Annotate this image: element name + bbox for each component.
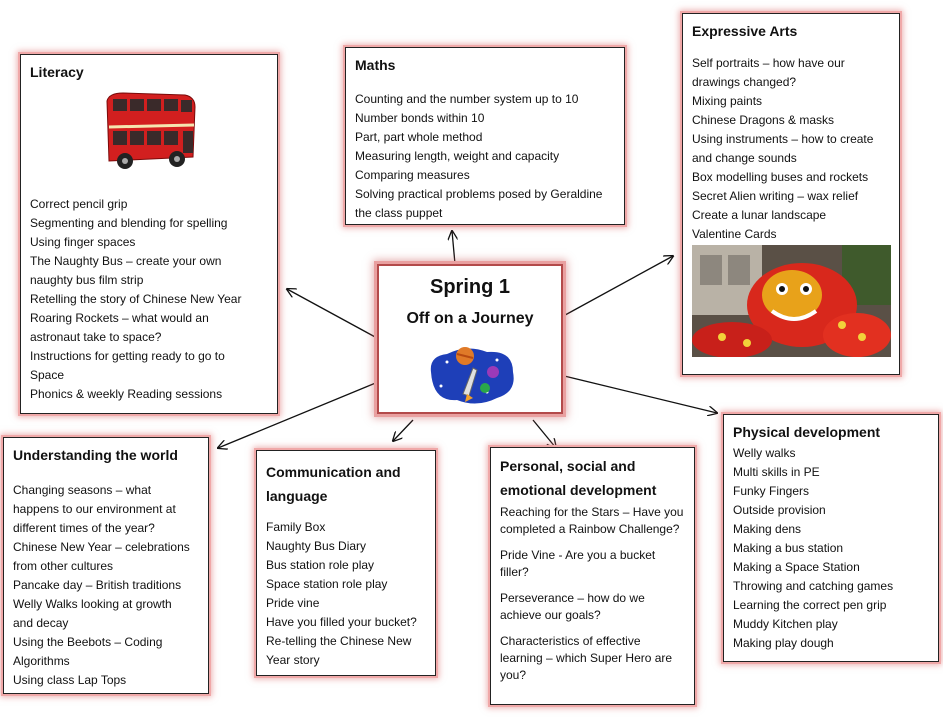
literacy-item: Retelling the story of Chinese New Year — [30, 290, 241, 309]
arrow-to-literacy — [287, 289, 377, 338]
red-bus-image — [99, 91, 199, 173]
understanding-item: Algorithms — [13, 652, 190, 671]
personal-title-line: Personal, social and — [500, 454, 656, 478]
literacy-item: Roaring Rockets – what would an — [30, 309, 241, 328]
center-subtitle: Off on a Journey — [379, 310, 561, 328]
understanding-item: from other cultures — [13, 557, 190, 576]
communication-item: Year story — [266, 651, 417, 670]
literacy-item: The Naughty Bus – create your own — [30, 252, 241, 271]
personal-title-line: emotional development — [500, 478, 656, 502]
understanding-item: Pancake day – British traditions — [13, 576, 190, 595]
expressive-arts-box: Expressive Arts Self portraits – how hav… — [682, 13, 900, 375]
literacy-item: Instructions for getting ready to go to — [30, 347, 241, 366]
expressive-arts-title: Expressive Arts — [692, 23, 797, 39]
understanding-item: Welly Walks looking at growth — [13, 595, 190, 614]
expressive-item: Using instruments – how to create — [692, 130, 873, 149]
physical-item: Making a Space Station — [733, 558, 893, 577]
literacy-box: Literacy Correct pencil grip Segmenting … — [20, 54, 278, 414]
communication-item: Naughty Bus Diary — [266, 537, 417, 556]
communication-item: Have you filled your bucket? — [266, 613, 417, 632]
understanding-item: happens to our environment at — [13, 500, 190, 519]
personal-line: Reaching for the Stars – Have you — [500, 504, 683, 521]
arrow-to-communication — [393, 420, 413, 441]
maths-item: the class puppet — [355, 204, 602, 223]
expressive-item: and change sounds — [692, 149, 873, 168]
maths-item: Comparing measures — [355, 166, 602, 185]
physical-item: Throwing and catching games — [733, 577, 893, 596]
personal-line: achieve our goals? — [500, 607, 683, 624]
physical-item: Muddy Kitchen play — [733, 615, 893, 634]
understanding-item: Using class Lap Tops — [13, 671, 190, 690]
expressive-item: Valentine Cards — [692, 225, 873, 244]
physical-item: Learning the correct pen grip — [733, 596, 893, 615]
expressive-item: Box modelling buses and rockets — [692, 168, 873, 187]
literacy-item: astronaut take to space? — [30, 328, 241, 347]
personal-line: learning – which Super Hero are — [500, 650, 683, 667]
communication-title-line: Communication and — [266, 460, 401, 484]
maths-box: Maths Counting and the number system up … — [345, 47, 625, 225]
personal-social-box: Personal, social and emotional developme… — [490, 447, 695, 705]
expressive-item: drawings changed? — [692, 73, 873, 92]
maths-item: Part, part whole method — [355, 128, 602, 147]
center-topic-box: Spring 1 Off on a Journey — [377, 264, 563, 414]
maths-item: Solving practical problems posed by Gera… — [355, 185, 602, 204]
maths-item: Measuring length, weight and capacity — [355, 147, 602, 166]
chinese-dragon-image — [692, 245, 891, 357]
personal-line: Characteristics of effective — [500, 633, 683, 650]
personal-line: filler? — [500, 564, 683, 581]
understanding-item: Changing seasons – what — [13, 481, 190, 500]
communication-item: Bus station role play — [266, 556, 417, 575]
literacy-title: Literacy — [30, 64, 84, 80]
personal-line: completed a Rainbow Challenge? — [500, 521, 683, 538]
maths-title: Maths — [355, 57, 395, 73]
communication-item: Re-telling the Chinese New — [266, 632, 417, 651]
personal-line: Perseverance – how do we — [500, 590, 683, 607]
personal-paragraph: Characteristics of effective learning – … — [500, 633, 683, 684]
maths-item: Number bonds within 10 — [355, 109, 602, 128]
personal-paragraph: Perseverance – how do we achieve our goa… — [500, 590, 683, 624]
literacy-item: Segmenting and blending for spelling — [30, 214, 241, 233]
personal-line: Pride Vine - Are you a bucket — [500, 547, 683, 564]
understanding-world-title: Understanding the world — [13, 447, 178, 463]
communication-title-line: language — [266, 484, 401, 508]
arrow-to-personal — [533, 420, 556, 448]
arrow-to-expressive — [556, 256, 673, 320]
literacy-item: Space — [30, 366, 241, 385]
literacy-item: Using finger spaces — [30, 233, 241, 252]
expressive-item: Mixing paints — [692, 92, 873, 111]
expressive-item: Chinese Dragons & masks — [692, 111, 873, 130]
physical-item: Making play dough — [733, 634, 893, 653]
understanding-item: Using the Beebots – Coding — [13, 633, 190, 652]
physical-development-box: Physical development Welly walks Multi s… — [723, 414, 939, 662]
literacy-item: Correct pencil grip — [30, 195, 241, 214]
understanding-world-box: Understanding the world Changing seasons… — [3, 437, 209, 694]
communication-item: Pride vine — [266, 594, 417, 613]
arrow-to-maths — [452, 231, 455, 264]
physical-title: Physical development — [733, 424, 880, 440]
maths-item: Counting and the number system up to 10 — [355, 90, 602, 109]
communication-language-box: Communication and language Family Box Na… — [256, 450, 436, 676]
physical-item: Making a bus station — [733, 539, 893, 558]
understanding-item: Chinese New Year – celebrations — [13, 538, 190, 557]
understanding-item: and decay — [13, 614, 190, 633]
personal-paragraph: Reaching for the Stars – Have you comple… — [500, 504, 683, 538]
communication-item: Family Box — [266, 518, 417, 537]
arrow-to-physical — [556, 374, 717, 413]
personal-paragraph: Pride Vine - Are you a bucket filler? — [500, 547, 683, 581]
communication-item: Space station role play — [266, 575, 417, 594]
literacy-item: naughty bus film strip — [30, 271, 241, 290]
expressive-item: Secret Alien writing – wax relief — [692, 187, 873, 206]
physical-item: Welly walks — [733, 444, 893, 463]
physical-item: Outside provision — [733, 501, 893, 520]
physical-item: Making dens — [733, 520, 893, 539]
rocket-space-image — [427, 342, 517, 408]
physical-item: Funky Fingers — [733, 482, 893, 501]
understanding-item: different times of the year? — [13, 519, 190, 538]
literacy-item: Phonics & weekly Reading sessions — [30, 385, 241, 404]
personal-line: you? — [500, 667, 683, 684]
expressive-item: Self portraits – how have our — [692, 54, 873, 73]
center-title: Spring 1 — [379, 276, 561, 299]
expressive-item: Create a lunar landscape — [692, 206, 873, 225]
physical-item: Multi skills in PE — [733, 463, 893, 482]
